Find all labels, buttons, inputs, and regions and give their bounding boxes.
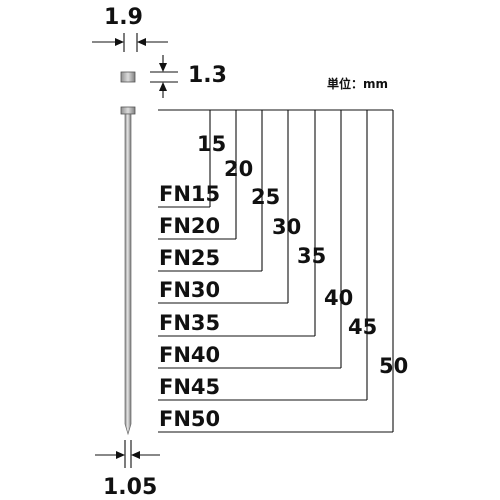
- nail-model-label: FN15: [159, 182, 220, 206]
- shank-diameter-value: 1.05: [103, 475, 157, 500]
- nail-model-label: FN25: [159, 246, 220, 270]
- nail-model-label: FN30: [159, 278, 220, 302]
- shank-diameter-dimension: 1.05: [95, 440, 160, 500]
- head-thickness-dimension: 1.3: [150, 55, 227, 98]
- nail-length-label: 15: [197, 132, 226, 156]
- nail-length-label: 50: [379, 354, 408, 378]
- nail-model-label: FN20: [159, 214, 220, 238]
- nail-model-label: FN45: [159, 375, 220, 399]
- nail-length-label: 35: [297, 244, 326, 268]
- head-thickness-value: 1.3: [188, 63, 227, 88]
- head-cross-section: [120, 71, 136, 83]
- nail-length-label: 30: [272, 215, 301, 239]
- nail-model-label: FN40: [159, 343, 220, 367]
- nail-model-label: FN50: [159, 407, 220, 431]
- head-width-value: 1.9: [104, 5, 143, 30]
- nail-length-label: 25: [251, 185, 280, 209]
- nail-side-view: [120, 106, 136, 436]
- unit-label: 単位：mm: [327, 76, 388, 91]
- nail-model-label: FN35: [159, 311, 220, 335]
- nail-length-label: 20: [224, 157, 253, 181]
- head-width-dimension: 1.9: [92, 5, 168, 52]
- nail-length-label: 40: [324, 286, 353, 310]
- nail-length-label: 45: [348, 315, 377, 339]
